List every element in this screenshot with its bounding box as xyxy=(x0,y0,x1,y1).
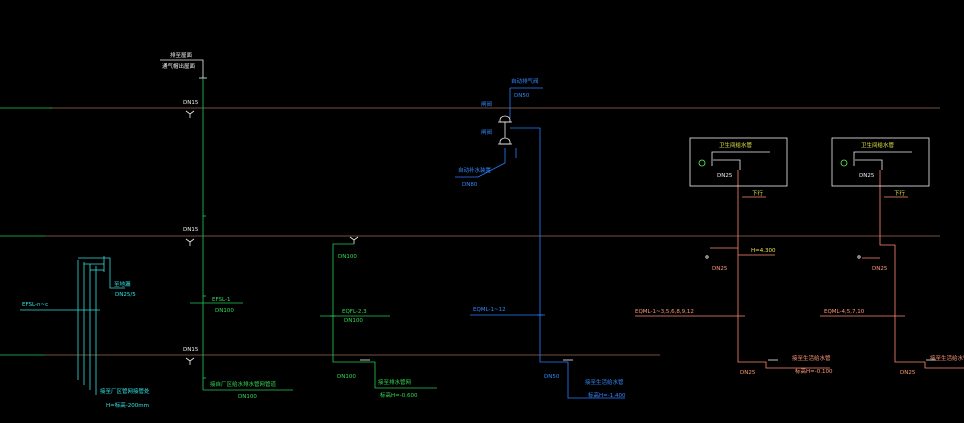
eqml-b: EQML-4,5,7,10 xyxy=(824,309,865,315)
floor-lines xyxy=(45,107,940,356)
salmon-riser-2-pipe xyxy=(879,170,964,369)
fittings xyxy=(360,255,936,361)
cyan-label-4: H=标高-200mm xyxy=(106,401,149,409)
dn50-blue: DN50 xyxy=(544,374,560,380)
eqml-a: EQML-1~3,5,6,8,9,12 xyxy=(635,309,694,315)
cyan-label-3: 接至厂区管网接管处 xyxy=(100,387,150,395)
blue-note-1: 接至生活给水管 xyxy=(585,378,624,386)
blue-label-5: 自动补水装置 xyxy=(458,166,492,174)
box-2-pipe xyxy=(853,151,912,166)
box-1-dn xyxy=(713,159,741,170)
floor-line-stubs xyxy=(0,107,52,356)
green-note-3: 接至排水管网 xyxy=(378,378,412,386)
salmon-riser-1 xyxy=(635,170,830,369)
dn25-d: DN25 xyxy=(900,370,916,376)
box-2-dn: DN25 xyxy=(859,173,875,179)
box-2-dn xyxy=(855,159,883,170)
salmon-riser-1-pipe xyxy=(737,170,830,369)
blue-valve-1 xyxy=(499,115,511,123)
cyan-label-1: 至地漏 xyxy=(114,280,131,288)
h-level: H=4.300 xyxy=(751,248,776,254)
box-2-tag: 下行 xyxy=(894,189,906,197)
blue-label-6: DN80 xyxy=(462,182,478,188)
fitting-2 xyxy=(857,255,861,259)
dn25-b: DN25 xyxy=(872,266,888,272)
salmon-note-1: 接至生活给水管 xyxy=(792,354,831,362)
blue-valves xyxy=(498,115,512,145)
valve-branch xyxy=(349,236,359,244)
box-2: 卫生间给水管 DN25 xyxy=(831,137,930,187)
eqml-label: EQML-1~12 xyxy=(473,307,506,313)
box-2-label: 卫生间给水管 xyxy=(861,141,895,149)
eqfl-label: EQFL-2,3 xyxy=(342,309,367,315)
top-note-2: 通气帽出屋面 xyxy=(162,62,196,70)
green-riser-valves xyxy=(185,110,359,365)
box-1-frame xyxy=(689,137,788,187)
blue-label-2: DN50 xyxy=(514,93,530,99)
valve-top xyxy=(185,110,195,118)
dn25-a: DN25 xyxy=(712,266,728,272)
salmon-note-2: 标高H=-0.100 xyxy=(795,367,833,375)
dn25-c: DN25 xyxy=(740,370,756,376)
efsl-left-label: EFSL-n~c xyxy=(22,302,48,308)
dn15-mid: DN15 xyxy=(183,227,199,233)
blue-valve-2 xyxy=(499,137,511,145)
green-riser xyxy=(190,78,293,391)
dn100-green: DN100 xyxy=(215,308,234,314)
valve-bottom xyxy=(185,357,195,365)
dn100-bottom: DN100 xyxy=(337,374,356,380)
blue-branch-low xyxy=(455,148,506,178)
dn100-mid: DN100 xyxy=(338,254,357,260)
cyan-top-link xyxy=(78,257,125,289)
box-2-fixture xyxy=(840,159,848,167)
blue-label-3: 闸阀 xyxy=(481,100,492,108)
box-1-fixture xyxy=(698,159,706,167)
blue-label-4: 闸阀 xyxy=(481,128,492,136)
salmon-riser-2 xyxy=(820,170,964,369)
dn100-low: DN100 xyxy=(344,318,363,324)
top-note-1: 排至屋面 xyxy=(170,51,193,59)
green-note-4: 标高H=-0.600 xyxy=(380,391,418,399)
vent-pipe xyxy=(160,59,204,78)
box-1-label: 卫生间给水管 xyxy=(719,141,753,149)
box-1-dn: DN25 xyxy=(717,173,733,179)
salmon-note-3: 接至生活给水管 xyxy=(930,354,964,362)
box-1-pipe xyxy=(711,151,770,166)
green-branch-riser xyxy=(320,243,437,389)
blue-riser xyxy=(455,87,625,399)
box-1: 卫生间给水管 DN25 xyxy=(689,137,788,187)
box-2-frame xyxy=(831,137,930,187)
blue-riser-pipe xyxy=(510,127,625,399)
fitting-1 xyxy=(705,255,709,259)
box-1-tag: 下行 xyxy=(752,189,764,197)
blue-label-1: 自动排气阀 xyxy=(511,77,539,85)
dn15-top: DN15 xyxy=(183,100,199,106)
cyan-branches xyxy=(20,256,125,395)
blue-note-2: 标高H=-1.400 xyxy=(588,391,626,399)
green-branch-pipe xyxy=(332,243,437,389)
efsl-1-label: EFSL-1 xyxy=(212,297,231,303)
dn15-bottom: DN15 xyxy=(183,347,199,353)
green-note-2: DN100 xyxy=(238,394,257,400)
cyan-label-2: DN25/5 xyxy=(115,292,136,298)
valve-mid xyxy=(185,238,195,246)
green-note-1: 接自厂区给水排水管网管道 xyxy=(210,380,277,388)
